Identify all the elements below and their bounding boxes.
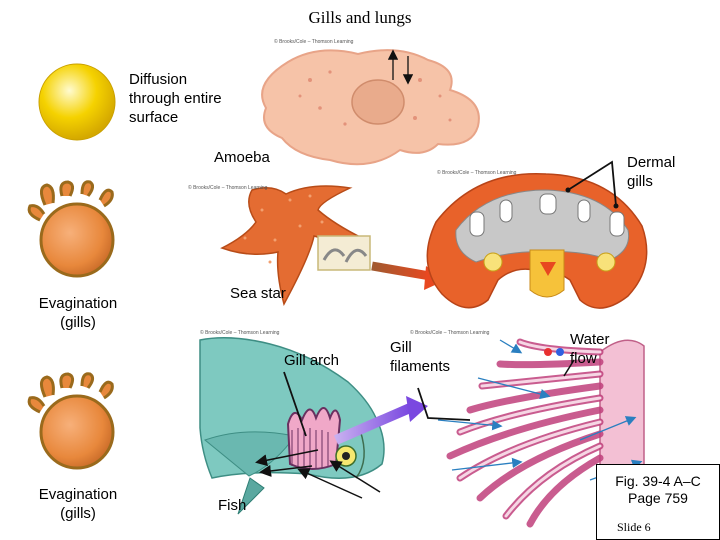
- water-flow-label: Water flow: [570, 331, 610, 367]
- evagination-sphere-1: [27, 180, 115, 278]
- dermal-gills-drawing: [426, 160, 648, 309]
- slide-number: Slide 6: [617, 520, 651, 534]
- fish-label: Fish: [218, 497, 247, 514]
- dermal-gills-label: Dermal gills: [627, 154, 676, 190]
- amoeba-drawing: [261, 49, 480, 166]
- sea-star-label: Sea star: [230, 285, 286, 302]
- evagination-sphere-2: [27, 372, 115, 470]
- credit-sea-star: © Brooks/Cole – Thomson Learning: [188, 185, 268, 191]
- diffusion-label: Diffusion through entire surface: [129, 71, 222, 126]
- figure-reference: Fig. 39-4 A–C Page 759: [615, 473, 701, 506]
- diffusion-sphere: [38, 63, 116, 141]
- gill-filaments-label: Gill filaments: [390, 339, 451, 375]
- credit-dermal-gills: © Brooks/Cole – Thomson Learning: [437, 170, 517, 176]
- fish-drawing: [199, 337, 428, 515]
- amoeba-label: Amoeba: [214, 149, 270, 166]
- credit-fish: © Brooks/Cole – Thomson Learning: [200, 330, 280, 336]
- credit-gill-filaments: © Brooks/Cole – Thomson Learning: [410, 330, 490, 336]
- credit-amoeba: © Brooks/Cole – Thomson Learning: [274, 39, 354, 45]
- evagination-label-2: Evagination (gills): [38, 486, 118, 522]
- gill-arch-label: Gill arch: [284, 352, 340, 369]
- evagination-label-1: Evagination (gills): [38, 295, 118, 331]
- figure-reference-box: Fig. 39-4 A–C Page 759 Slide 6: [596, 464, 720, 540]
- slide-title: Gills and lungs: [308, 8, 412, 27]
